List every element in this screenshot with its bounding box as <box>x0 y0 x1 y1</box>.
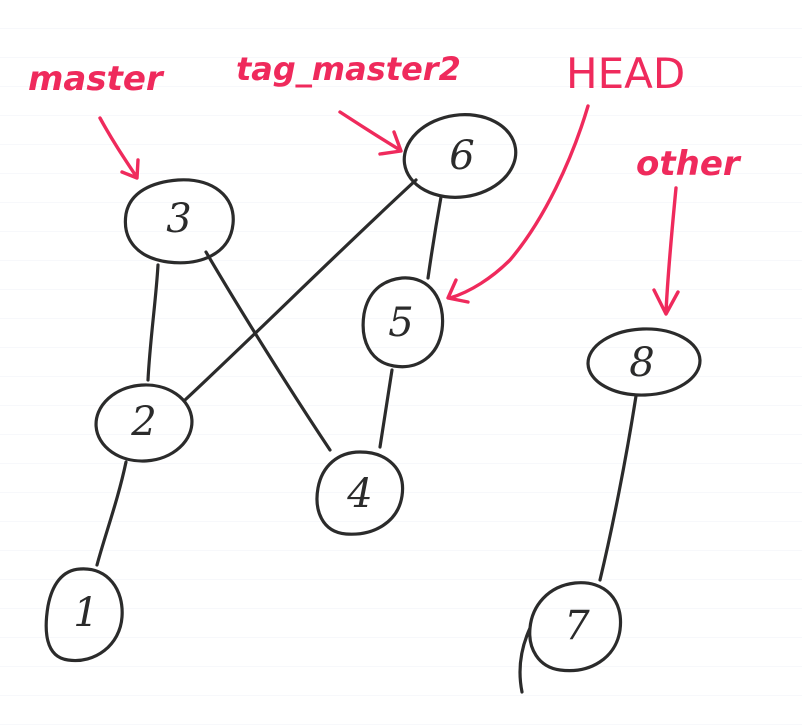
edge-3-4 <box>204 250 332 452</box>
node-label: 4 <box>346 471 372 517</box>
node-outline <box>44 567 124 663</box>
edge-5-4 <box>378 368 394 449</box>
node-label: 3 <box>166 196 191 242</box>
ref-head: HEAD <box>446 49 685 304</box>
ref-tag: tag_master2 <box>236 50 461 156</box>
ref-arrow-head <box>446 104 590 304</box>
ref-label-head: HEAD <box>566 49 685 98</box>
node-outline <box>402 113 518 199</box>
node-label: 1 <box>73 590 98 636</box>
edge-8-7 <box>598 394 638 582</box>
node-label: 8 <box>629 340 654 386</box>
node-label: 6 <box>449 133 474 179</box>
node-outline <box>518 581 623 694</box>
node-outline <box>361 276 445 369</box>
node-label: 7 <box>564 603 590 649</box>
node-5: 5 <box>361 276 445 369</box>
ref-arrow-tag <box>338 110 403 156</box>
node-label: 2 <box>130 399 156 445</box>
ref-arrow-other <box>652 186 680 316</box>
node-outline <box>94 383 194 463</box>
edge-2-1 <box>95 460 128 567</box>
ref-other: other <box>636 144 742 316</box>
ref-master: master <box>28 59 165 180</box>
node-8: 8 <box>586 327 702 397</box>
edge-3-2 <box>146 263 160 382</box>
node-4: 4 <box>315 450 405 536</box>
node-label: 5 <box>388 300 413 346</box>
node-outline <box>123 178 235 265</box>
node-3: 3 <box>123 178 235 265</box>
node-6: 6 <box>402 113 518 199</box>
ref-label-other: other <box>636 144 742 184</box>
edge-6-5 <box>426 195 443 280</box>
edges <box>95 178 638 582</box>
node-1: 1 <box>44 567 124 663</box>
ref-arrow-master <box>98 116 140 180</box>
node-outline <box>586 327 702 397</box>
ref-label-master: master <box>28 59 165 99</box>
node-7: 7 <box>518 581 623 694</box>
edge-6-2 <box>183 178 418 402</box>
ref-label-tag: tag_master2 <box>236 50 461 88</box>
node-2: 2 <box>94 383 194 463</box>
node-outline <box>315 450 405 536</box>
